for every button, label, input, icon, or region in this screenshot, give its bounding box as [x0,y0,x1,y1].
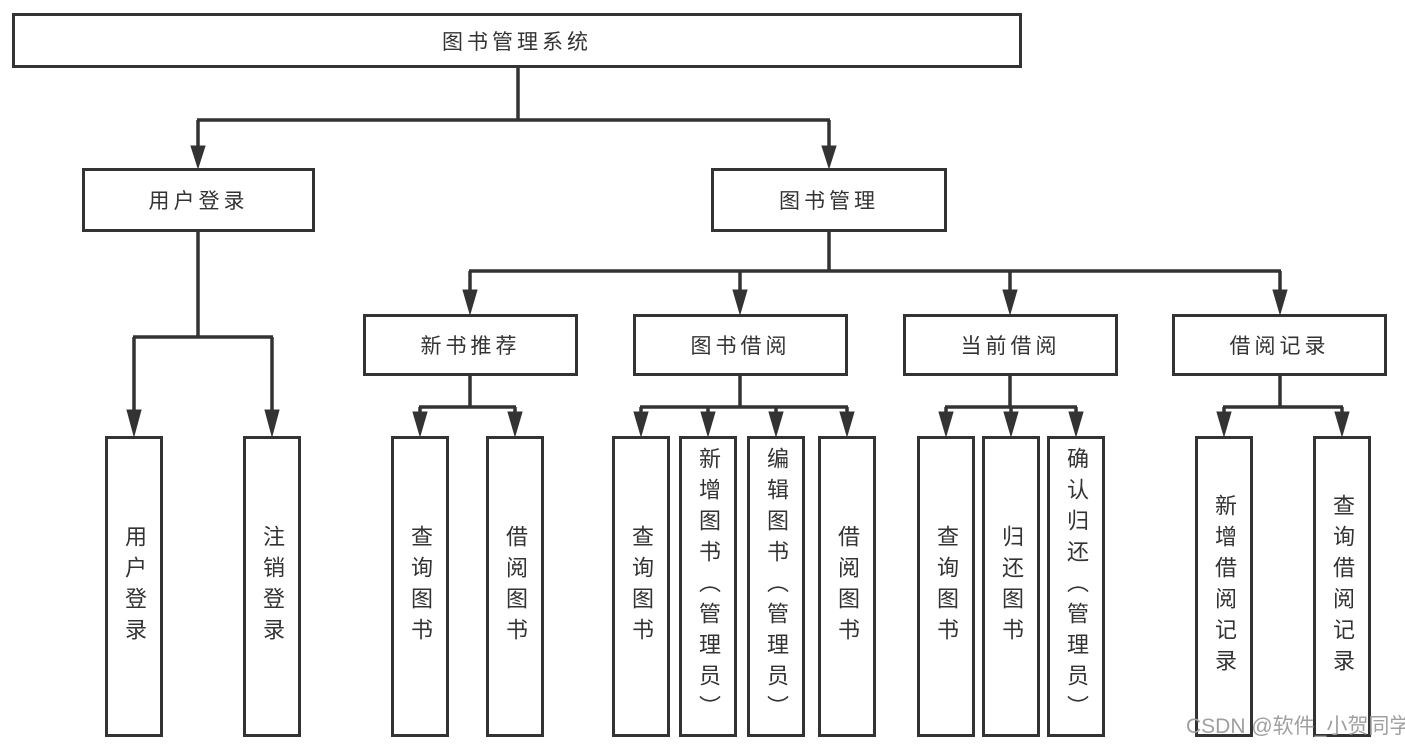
node-book-borrow: 图书借阅 [633,314,848,376]
node-root: 图书管理系统 [12,13,1022,68]
leaf-add-borrow-record: 新增借阅记录 [1195,436,1253,737]
arrowhead-b0 [633,411,649,438]
arrowhead-mgmt [821,145,837,170]
arrowhead-b2 [768,411,784,438]
arrowhead-s2 [1002,289,1018,316]
csdn-watermark: CSDN @软件_小贺同学 [1186,715,1405,738]
arrowhead-s0 [462,289,478,316]
arrowhead-d0 [1216,411,1232,438]
leaf-user-login: 用户登录 [105,436,163,737]
arrowhead-c2 [1068,411,1084,438]
leaf-return-book: 归还图书 [982,436,1040,737]
leaf-query-book-recommend: 查询图书 [391,436,449,737]
leaf-logout: 注销登录 [243,436,301,737]
arrowhead-logout [264,409,280,438]
leaf-borrow-book-recommend: 借阅图书 [486,436,544,737]
leaf-confirm-return-admin: 确认归还（管理员） [1047,436,1105,737]
node-borrow-records: 借阅记录 [1172,314,1387,376]
arrowhead-d1 [1334,411,1350,438]
node-book-management: 图书管理 [711,168,947,232]
leaf-edit-book-admin: 编辑图书（管理员） [747,436,805,737]
arrowhead-s1 [732,289,748,316]
leaf-query-book-current: 查询图书 [917,436,975,737]
node-new-book-recommend: 新书推荐 [363,314,578,376]
arrowhead-s3 [1272,289,1288,316]
node-current-borrow: 当前借阅 [903,314,1118,376]
leaf-query-book-borrow: 查询图书 [612,436,670,737]
arrowhead-login [190,145,206,170]
arrowhead-a0 [412,411,428,438]
node-user-login-group: 用户登录 [82,168,315,232]
arrowhead-b1 [700,411,716,438]
leaf-add-book-admin: 新增图书（管理员） [679,436,737,737]
leaf-borrow-book: 借阅图书 [818,436,876,737]
arrowhead-a1 [507,411,523,438]
arrowhead-c1 [1003,411,1019,438]
leaf-query-borrow-record: 查询借阅记录 [1313,436,1371,737]
arrowhead-userlogin [126,409,142,438]
arrowhead-b3 [839,411,855,438]
arrowhead-c0 [938,411,954,438]
